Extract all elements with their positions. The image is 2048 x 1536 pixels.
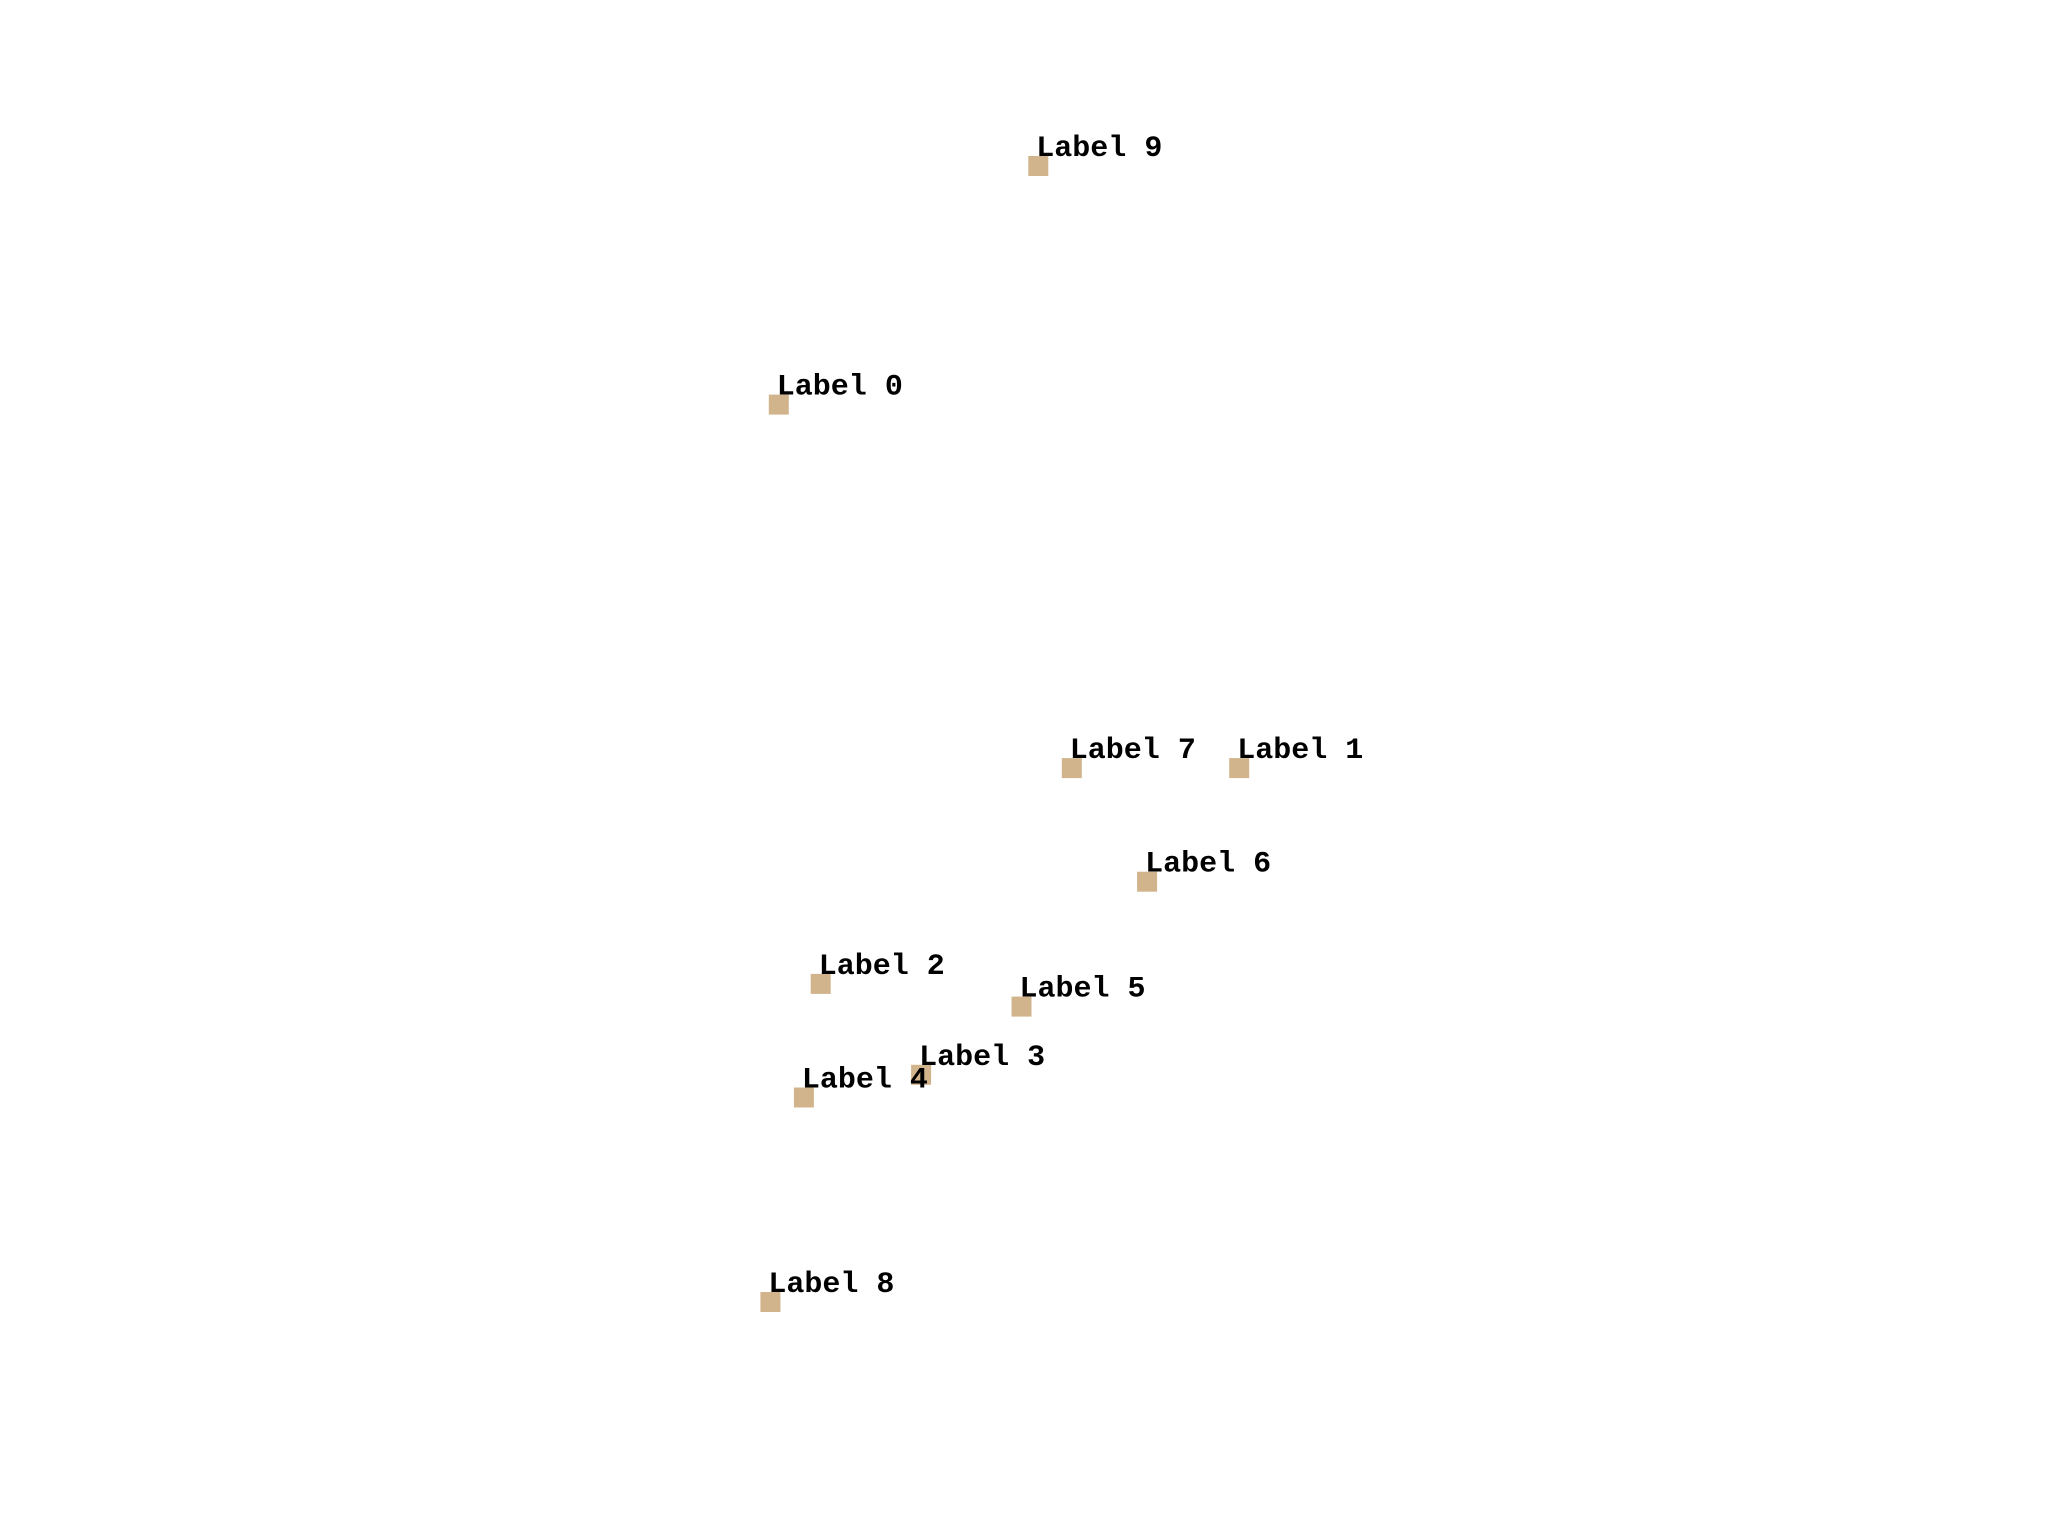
data-point-marker	[1061, 758, 1082, 779]
data-point-label: Label 2	[819, 950, 945, 984]
data-point-marker	[911, 1064, 932, 1085]
data-point-marker	[1028, 156, 1049, 176]
data-point-marker	[768, 394, 789, 415]
data-point-label: Label 8	[768, 1268, 894, 1302]
data-point-marker	[1229, 758, 1250, 779]
data-point-marker	[810, 973, 831, 994]
data-point-label: Label 6	[1145, 848, 1271, 882]
data-point-label: Label 3	[919, 1041, 1045, 1075]
data-point-label: Label 9	[1036, 132, 1162, 166]
data-point-marker	[1011, 996, 1032, 1017]
data-point-label: Label 1	[1237, 734, 1363, 768]
data-point-marker	[1137, 871, 1158, 892]
data-point-label: Label 4	[802, 1064, 928, 1098]
data-point-marker	[793, 1087, 814, 1108]
data-point-marker	[760, 1292, 781, 1312]
data-point-label: Label 5	[1020, 973, 1146, 1007]
data-point-label: Label 7	[1070, 734, 1196, 768]
data-point-label: Label 0	[777, 371, 903, 405]
